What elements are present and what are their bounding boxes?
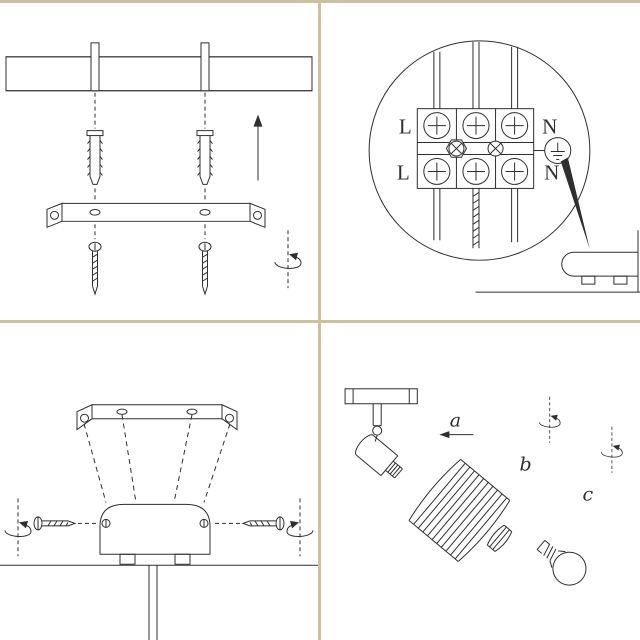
bracket-slot <box>186 408 198 415</box>
slide-arrow-icon <box>439 431 474 439</box>
rotation-axis-icon-b <box>538 396 561 444</box>
panel-step-4: a b c <box>321 323 640 640</box>
terminal-screw <box>462 158 490 185</box>
terminal-screw <box>423 158 451 185</box>
step-1-drawing <box>5 42 313 295</box>
part-label-ring: b <box>520 454 532 476</box>
ceiling-canopy <box>475 230 640 293</box>
panel-step-3 <box>0 323 318 640</box>
ribbed-shade <box>408 458 511 562</box>
screw-left-icon <box>88 241 102 295</box>
panel-step-2: L N L N <box>321 3 640 320</box>
wires-bottom <box>433 188 519 243</box>
bracket-slot <box>89 209 101 216</box>
earth-ground-icon <box>544 137 572 164</box>
rotation-axis-icon-left <box>4 497 32 557</box>
bracket-slot <box>199 209 211 216</box>
mounting-bracket <box>46 202 266 229</box>
bracket-end-hole <box>253 210 262 220</box>
up-arrow-icon <box>253 114 263 181</box>
terminal-screw <box>501 158 529 185</box>
drill-pin-left <box>90 42 100 92</box>
side-screw-left-icon <box>33 516 76 531</box>
part-label-shade: a <box>450 410 461 432</box>
screw-right-icon <box>198 241 212 295</box>
light-bulb <box>536 539 587 586</box>
ribbed-ring <box>486 524 513 552</box>
canopy-side-screw-boss <box>101 518 111 528</box>
panel-step-1 <box>0 3 318 320</box>
canopy-foot <box>174 553 191 565</box>
bracket-end-hole <box>80 413 89 423</box>
swivel-joint <box>372 425 383 436</box>
step-4-drawing: a b c <box>344 388 623 586</box>
alignment-projection-lines <box>83 414 231 503</box>
bracket-slot <box>116 408 128 415</box>
step-3-drawing <box>0 403 318 640</box>
terminal-label-live-bottom: L <box>397 161 410 185</box>
ceiling-cross-section <box>5 56 313 92</box>
canopy-side-screw-boss <box>199 518 209 528</box>
step-2-drawing: L N L N <box>368 40 640 293</box>
supply-wires-top <box>433 41 519 109</box>
spot-body <box>355 434 403 479</box>
canopy-foot <box>581 275 596 285</box>
earth-wire-stripped <box>472 188 480 249</box>
magnifier-circle <box>368 40 591 261</box>
rotation-axis-icon-right <box>286 497 314 557</box>
rotation-axis-icon-c <box>601 426 623 474</box>
terminal-screw <box>462 112 490 140</box>
clamp-screw-hex <box>445 139 468 158</box>
terminal-label-neutral-top: N <box>542 115 557 139</box>
hanging-tube <box>148 565 158 640</box>
bracket-end-hole <box>50 210 59 220</box>
terminal-label-live-top: L <box>399 115 412 139</box>
wall-plug-right-icon <box>196 130 214 185</box>
terminal-screw <box>423 112 451 140</box>
terminal-screw <box>501 112 529 140</box>
wall-plug-left-icon <box>86 130 104 185</box>
ceiling-canopy <box>99 503 211 565</box>
leader-arrow <box>560 157 590 250</box>
clamp-screw <box>487 140 504 157</box>
mounting-bracket <box>76 403 238 431</box>
drill-pin-right <box>200 42 210 92</box>
bracket-end-hole <box>225 413 234 423</box>
side-screw-right-icon <box>242 516 285 531</box>
canopy-foot <box>613 275 628 285</box>
terminal-label-neutral-bottom: N <box>544 161 559 185</box>
rotation-axis-icon <box>274 229 302 289</box>
part-label-bulb: c <box>582 483 593 505</box>
terminal-block <box>416 108 535 189</box>
canopy-foot <box>119 553 136 565</box>
track-spotlight-head <box>344 388 418 479</box>
